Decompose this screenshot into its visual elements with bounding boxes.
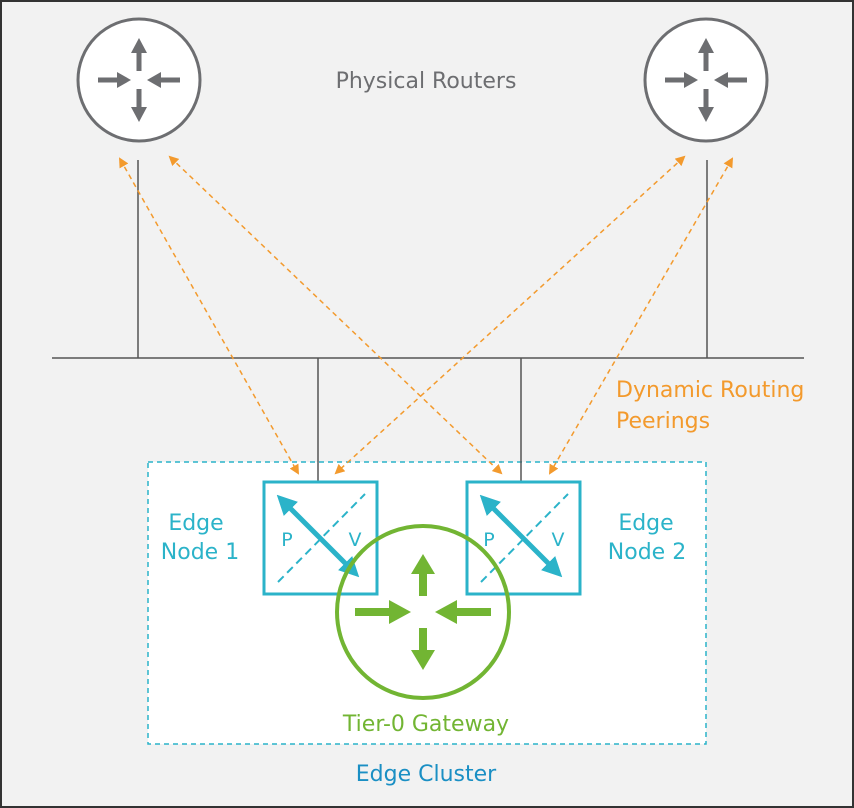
edge-node-1-label-line2: Node 1 — [161, 540, 239, 565]
edge-node-1-p-label: P — [281, 529, 292, 551]
physical-routers-label: Physical Routers — [336, 69, 517, 94]
peering-r2-edge1 — [334, 155, 686, 475]
routing-peerings — [119, 155, 734, 475]
edge-node-2-label-line1: Edge — [618, 511, 673, 536]
edge-node-icon — [262, 480, 379, 596]
dynamic-routing-label-line2: Peerings — [616, 409, 710, 434]
router-icon — [76, 17, 202, 143]
tier0-gateway-icon — [335, 524, 511, 700]
edge-node-2-label-line2: Node 2 — [608, 540, 686, 565]
tier0-gateway-label: Tier-0 Gateway — [342, 712, 509, 737]
edge-node-1-v-label: V — [349, 529, 362, 551]
peering-r2-edge2 — [548, 157, 734, 475]
edge-node-2-p-label: P — [483, 529, 494, 551]
router-icon — [643, 17, 769, 143]
edge-node-1-label-line1: Edge — [168, 511, 223, 536]
dynamic-routing-label-line1: Dynamic Routing — [616, 378, 804, 403]
edge-cluster-label: Edge Cluster — [356, 762, 497, 787]
edge-node-2-v-label: V — [552, 529, 565, 551]
edge-cluster-box — [147, 461, 707, 745]
